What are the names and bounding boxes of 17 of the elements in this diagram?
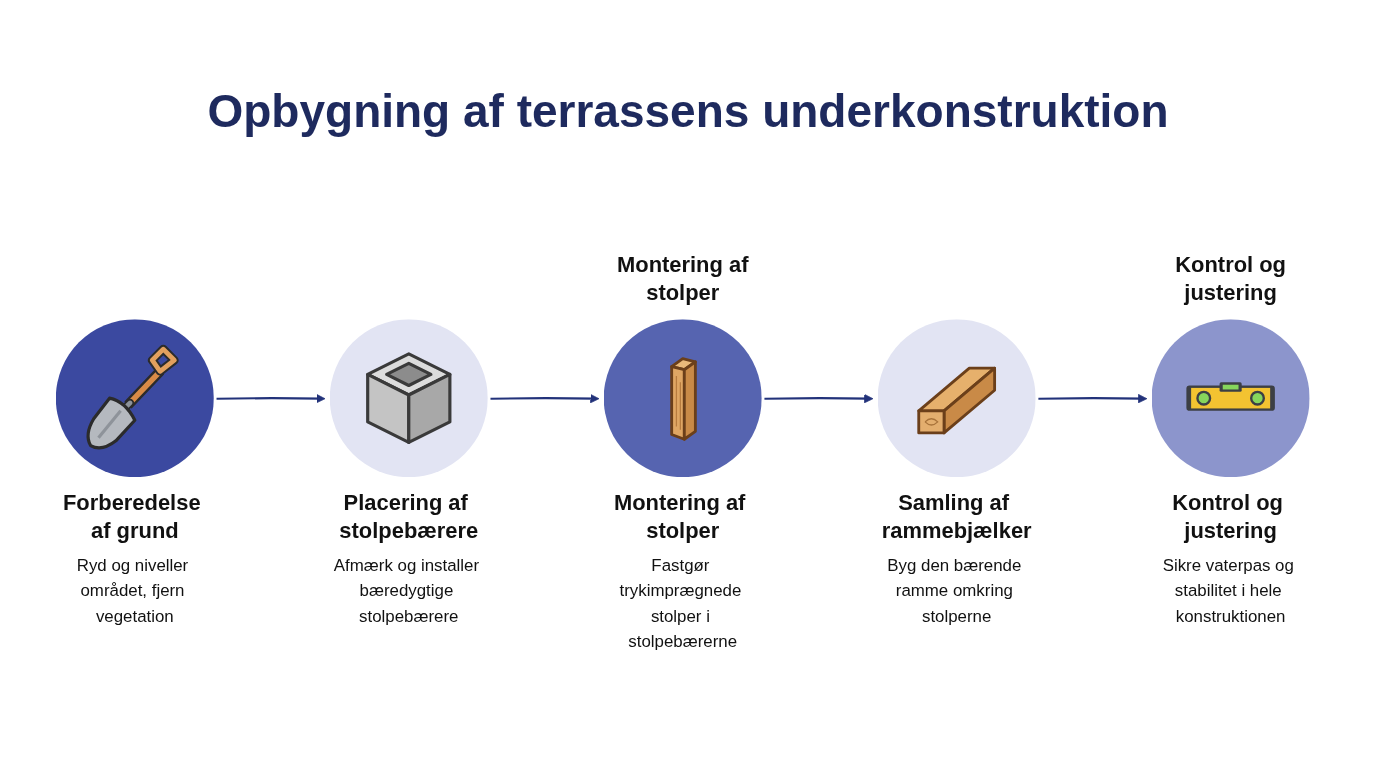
node-label: Byg den bærende ramme omkring stolperne [887, 556, 1022, 625]
node-label: Samling af rammebjælker [881, 489, 1032, 543]
title: Opbygning af terrassens underkonstruktion [207, 85, 1169, 137]
step-heading: Montering af stolper [617, 251, 749, 305]
node-label: Sikre vaterpas og stabilitet i hele konstruktionen [1162, 556, 1294, 625]
node-label: Montering af stolper [613, 489, 746, 543]
arrow [216, 393, 326, 404]
node-label: Ryd og niveller området, fjern vegetation [76, 556, 189, 625]
node-label: Fastgør trykimprægnede stolper i stolpebærerne [619, 556, 742, 650]
node-label: Kontrol og justering [1172, 489, 1283, 543]
arrow [490, 393, 600, 404]
node-label: Afmærk og installer bæredygtige stolpebærere [333, 556, 480, 625]
step-heading: Kontrol og justering [1175, 251, 1286, 305]
node-label: Placering af stolpebærere [339, 489, 479, 543]
node-label: Forberedelse af grund [62, 489, 201, 543]
arrow [1038, 393, 1148, 404]
arrow [764, 393, 874, 404]
